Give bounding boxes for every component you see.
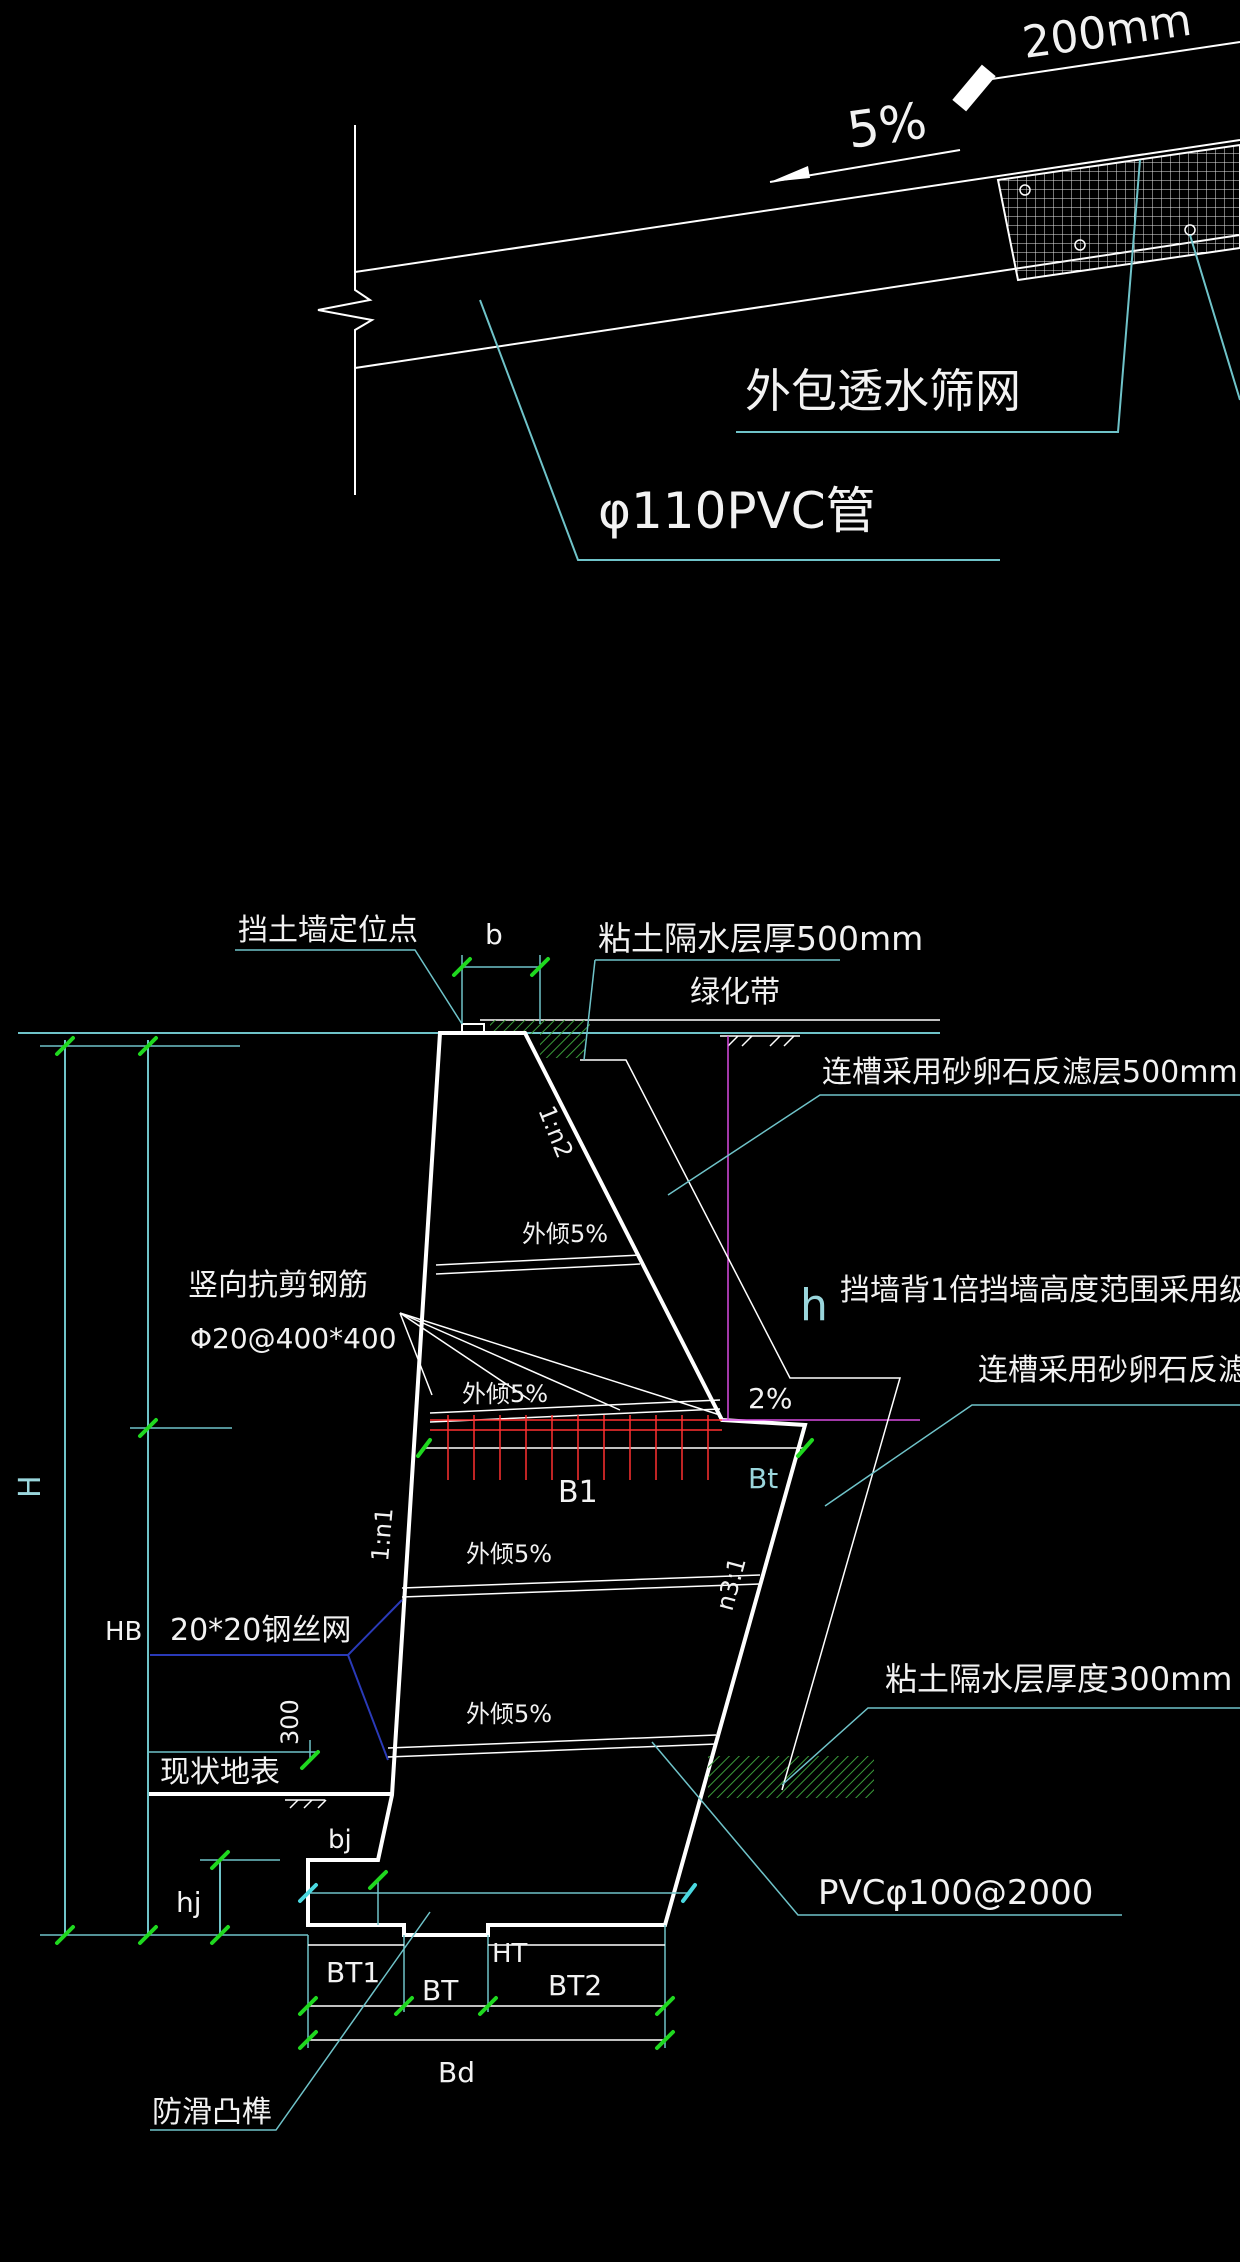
mesh-leader-2 (1189, 234, 1240, 401)
bj-label: bj (328, 1825, 352, 1855)
slope-n3-label: n3:1 (711, 1554, 752, 1613)
pvc-leader (651, 1741, 1122, 1916)
pvc-pipe-leader (479, 299, 1000, 561)
rebar-leaders (399, 1312, 721, 1416)
clay-top-label: 粘土隔水层厚500mm (598, 919, 923, 958)
mesh-hole (1019, 184, 1031, 196)
mesh-hole (1074, 239, 1086, 251)
filter-mesh-block (996, 143, 1240, 282)
bt2-label: BT2 (548, 1969, 602, 2002)
backfill-note-label: 挡墙背1倍挡墙高度范围采用级配 (840, 1273, 1240, 1308)
anti-slide-leader (150, 1911, 431, 2131)
bd-label: Bd (438, 2056, 475, 2089)
slope-n1-label: 1:n1 (366, 1506, 399, 1562)
green-belt-label: 绿化带 (690, 975, 780, 1010)
pvc-pipe-label: φ110PVC管 (598, 482, 876, 540)
anchor-point-label: 挡土墙定位点 (238, 913, 418, 948)
ground-symbol (720, 1035, 800, 1047)
drain-pipes (387, 1254, 761, 1758)
gravel-filter-boundary (580, 1059, 901, 1791)
shear-rebars (430, 1415, 722, 1480)
wall-outline (306, 1031, 808, 1937)
mesh-leader-blue (150, 1599, 403, 1761)
dim-200-tick (952, 64, 996, 112)
slope-5-label: 5% (844, 91, 931, 159)
b-label: b (485, 918, 503, 951)
slope-2-label: 2% (748, 1382, 792, 1415)
pvc-spacing-label: PVCφ100@2000 (818, 1873, 1093, 1913)
clay-bottom-label: 粘土隔水层厚度300mm (885, 1660, 1232, 1698)
mesh-leader (736, 159, 1141, 433)
slope-arrow-head (770, 166, 810, 182)
dim-200-line (984, 41, 1240, 81)
clay-top-leader-drop (583, 959, 596, 1061)
ground-label: 现状地表 (160, 1755, 280, 1790)
cyan-ticks (298, 1883, 697, 1903)
mesh-label: 20*20钢丝网 (170, 1613, 351, 1648)
anti-slide-label: 防滑凸榫 (152, 2095, 272, 2130)
h-small-label: h (800, 1280, 828, 1331)
rebar-spec-label: Φ20@400*400 (190, 1322, 397, 1355)
leader-lines (148, 949, 1240, 2131)
hb-label: HB (105, 1617, 142, 1647)
dim-300-label: 300 (276, 1699, 304, 1745)
b1-label: B1 (558, 1475, 598, 1510)
existing-ground-symbol (285, 1799, 327, 1809)
h-label: H (13, 1475, 48, 1498)
top-drain-detail: 5% 200mm 外包透水筛网 φ110PVC管 (317, 0, 1240, 561)
filter-mesh-label: 外包透水筛网 (745, 364, 1021, 418)
gravel-mid-leader (824, 1404, 1240, 1507)
dimension-ticks (55, 957, 814, 2050)
clay-top-hatch (490, 1020, 590, 1034)
tilt-label-3: 外倾5% (466, 1540, 552, 1568)
slope-n2-label: 1:n2 (532, 1102, 578, 1162)
anchor-point-marker (461, 1023, 485, 1035)
bt-label: Bt (748, 1462, 778, 1495)
gravel-top-leader (667, 1094, 1240, 1196)
bt1-label: BT1 (326, 1956, 380, 1989)
tilt-label-4: 外倾5% (466, 1700, 552, 1728)
ht-label: HT (492, 1939, 528, 1969)
anchor-leader (235, 949, 463, 1025)
clay-bottom-leader (781, 1707, 1240, 1786)
gravel-mid-label: 连槽采用砂卵石反滤层 (978, 1353, 1240, 1388)
shear-rebar-label: 竖向抗剪钢筋 (188, 1268, 368, 1303)
retaining-wall-section: 挡土墙定位点 b 粘土隔水层厚500mm 绿化带 连槽采用砂卵石反滤层500mm… (13, 913, 1240, 2131)
pipe-section-break-line (317, 125, 375, 495)
gravel-top-label: 连槽采用砂卵石反滤层500mm (822, 1055, 1238, 1090)
tilt-label-1: 外倾5% (522, 1220, 608, 1248)
tilt-label-2: 外倾5% (462, 1380, 548, 1408)
bt-bottom-label: BT (422, 1974, 459, 2007)
pipe-upper-edge (354, 139, 1240, 273)
clay-top-hatch-2 (540, 1034, 585, 1058)
dim-200-label: 200mm (1019, 0, 1194, 69)
hj-label: hj (176, 1886, 202, 1919)
